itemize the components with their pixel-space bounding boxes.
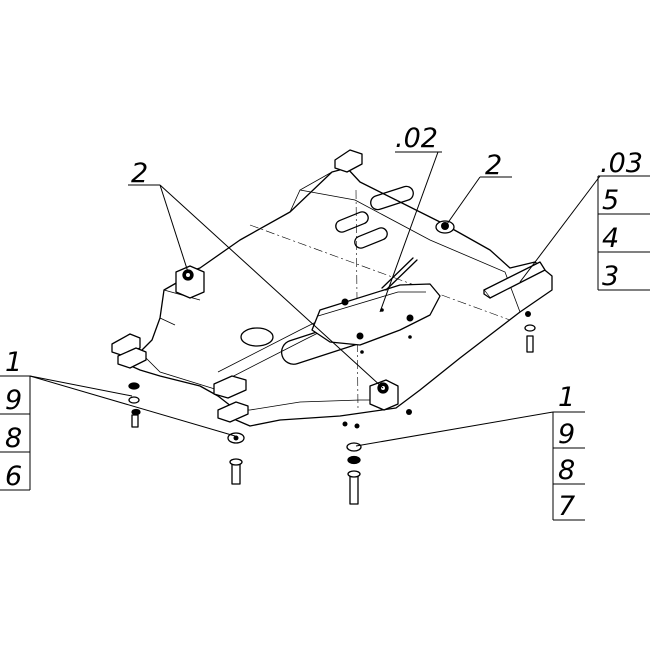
table-right-top: 5 4 3 [597, 175, 650, 292]
leader-2-right [446, 176, 481, 225]
table-right-bottom: 1 9 8 7 [552, 382, 585, 522]
table-l-lines [0, 375, 31, 491]
table-l-cell-2: 9 [5, 385, 22, 416]
table-rb-cell-3: 8 [558, 455, 575, 486]
table-rb-cell-4: 7 [558, 491, 575, 522]
cover-bolt-1 [341, 298, 349, 306]
table-left: 1 9 8 6 [0, 347, 31, 492]
fasteners-left [128, 382, 141, 428]
fastener-r-dot [525, 311, 531, 317]
fastener-c-dot1 [342, 421, 348, 427]
table-rb-cell-2: 9 [558, 419, 575, 450]
leader-left-1a [29, 375, 133, 397]
leader-left-1b [29, 375, 236, 437]
fastener-c-head [347, 470, 361, 478]
leader-02 [379, 151, 439, 313]
fastener-c-dot3 [406, 409, 412, 415]
leader-03 [519, 175, 601, 283]
fastener-l-washer1 [128, 382, 140, 390]
leader-right-1 [355, 411, 554, 447]
cover-rod-2 [385, 259, 418, 291]
table-rb-lines [552, 411, 585, 521]
callout-2-left: 2 [131, 158, 148, 189]
slot-bottom [354, 227, 388, 249]
cover-bolt-3 [406, 314, 414, 322]
cover-bolt-6 [360, 350, 364, 354]
cover-bolt-5 [408, 335, 412, 339]
plate-crossline [249, 224, 511, 321]
slot-top [335, 211, 369, 233]
cover-rod [381, 257, 414, 289]
cover-bolt-2 [356, 332, 364, 340]
round-hole [240, 327, 274, 347]
table-l-cell-1: 1 [5, 347, 22, 378]
cover-plate-02 [311, 257, 441, 354]
bar-end [483, 289, 491, 299]
cover-plate-lip [317, 291, 426, 317]
bracket-2-right [435, 220, 455, 234]
fastener-m-head [229, 458, 243, 466]
leader-2-left-a [159, 184, 189, 273]
table-rt-cell-3: 3 [602, 261, 619, 292]
table-rt-cell-1: 5 [602, 185, 619, 216]
table-rt-lines [597, 175, 650, 291]
bracket-rear-body [369, 379, 399, 411]
fastener-l-washer3 [131, 408, 141, 416]
fastener-c-dot2 [354, 423, 360, 429]
tab-rear [213, 375, 247, 399]
fastener-c-washer1 [346, 442, 362, 452]
fastener-l-washer2 [128, 396, 140, 404]
slot-front [370, 185, 414, 211]
fasteners-center [342, 409, 412, 505]
table-rb-cell-1: 1 [558, 382, 575, 413]
leader-2-left-b [159, 184, 384, 389]
fastener-r-bolt [526, 335, 534, 353]
fasteners-mid [227, 432, 245, 485]
table-l-cell-4: 6 [5, 461, 22, 492]
plate-openings [240, 185, 414, 365]
callout-03: .03 [600, 148, 643, 179]
mount-tabs [111, 149, 363, 423]
callout-02: .02 [395, 123, 438, 154]
plate-outline [119, 167, 553, 427]
fastener-l-bolt [131, 414, 139, 428]
tab-top [334, 149, 363, 173]
table-rt-cell-2: 4 [602, 223, 619, 254]
fastener-c-washer2 [347, 455, 361, 465]
bracket-rear [369, 379, 399, 411]
bracket-2-left [175, 265, 205, 299]
bar-03 [483, 261, 546, 299]
tab-rear-2 [217, 401, 249, 423]
leader-lines [29, 151, 601, 447]
fastener-m-nut [233, 435, 239, 441]
fasteners-right [524, 311, 536, 353]
bracket-left-hole [186, 273, 190, 277]
callout-2-right: 2 [485, 150, 502, 181]
fastener-r-washer [524, 324, 536, 332]
tab-left-bottom [117, 347, 147, 369]
table-l-cell-3: 8 [5, 423, 22, 454]
skid-plate [119, 167, 553, 427]
cover-plate-outline [311, 283, 441, 346]
